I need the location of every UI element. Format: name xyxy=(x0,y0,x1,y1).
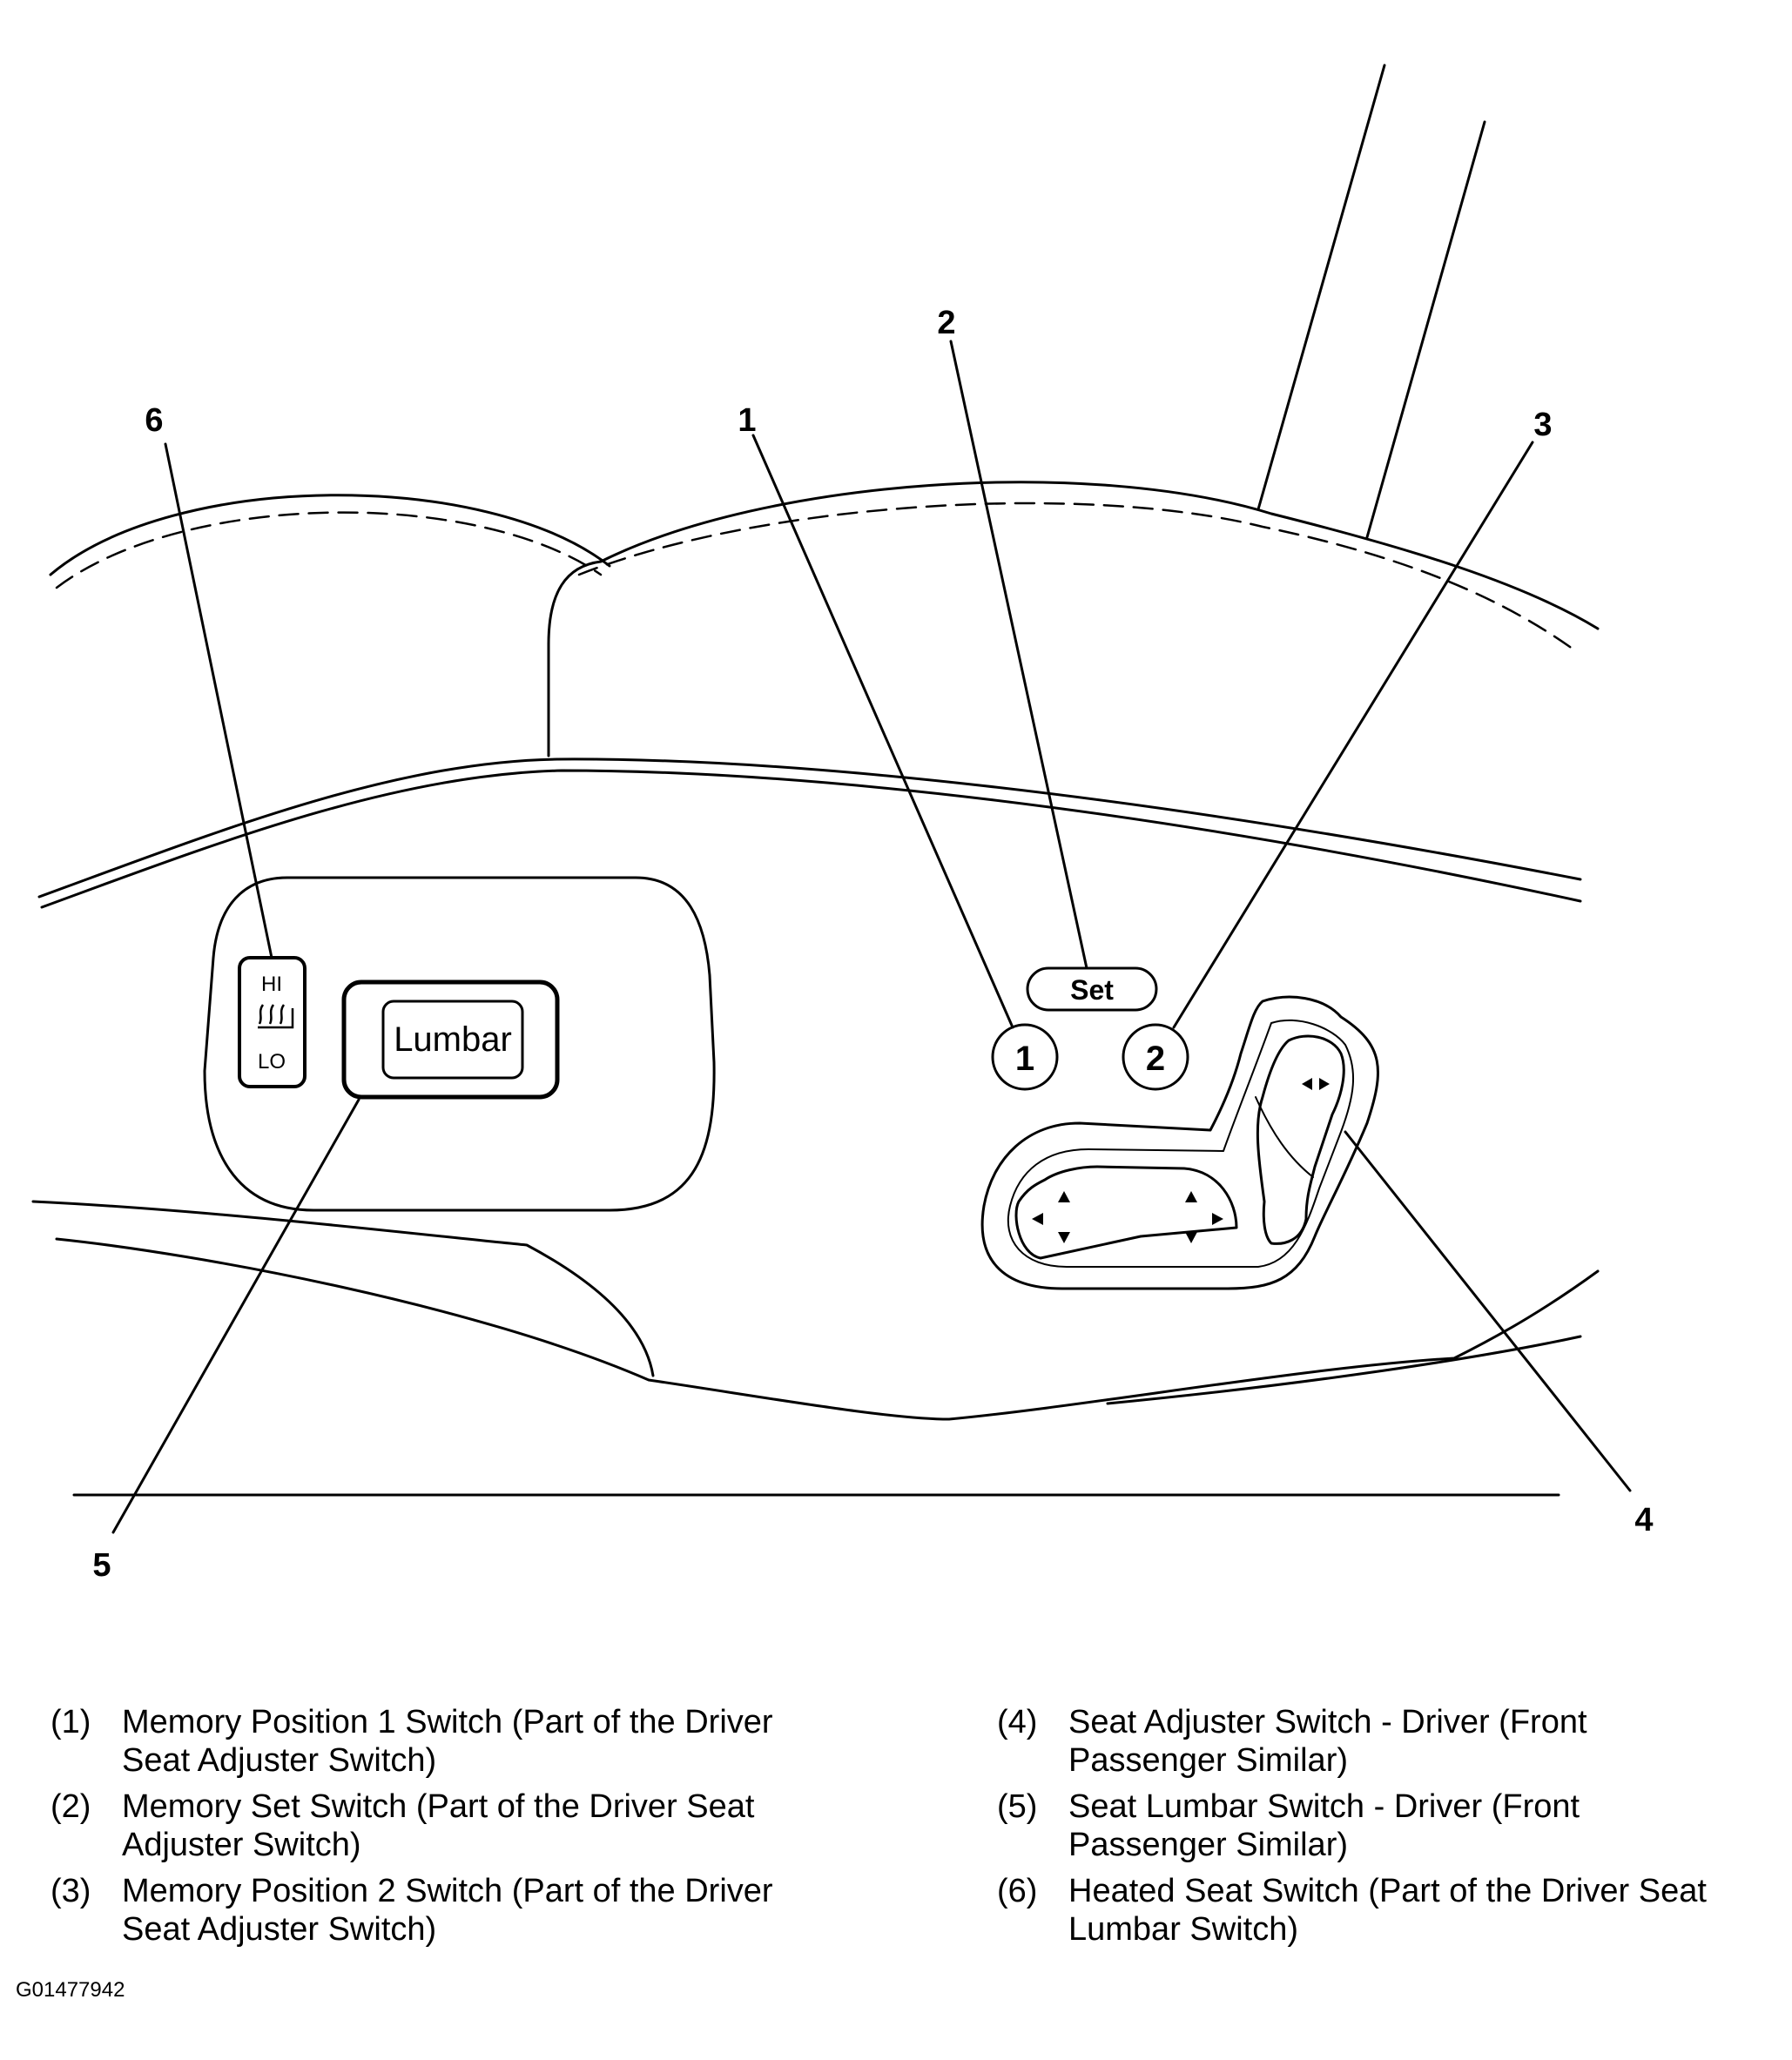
lumbar-switch-button xyxy=(381,1000,524,1080)
lumbar-switch-bezel xyxy=(341,980,560,1100)
seat-cushion-switch-paddle xyxy=(1014,1165,1238,1260)
trim-lower-line xyxy=(31,1200,655,1377)
leader-line-3 xyxy=(1172,441,1534,1029)
leader-line-5 xyxy=(111,1098,360,1534)
seat-switch-diagram: Set 1 2 Lumbar HI LO 1 2 3 4 5 6 xyxy=(31,64,1654,1584)
legend-number: (4) xyxy=(997,1704,1038,1740)
legend-text: Seat Adjuster Switch - Driver (Front Pas… xyxy=(1068,1704,1587,1779)
set-button xyxy=(1026,966,1158,1012)
seat-cushion-right-stitch xyxy=(577,502,1578,653)
door-frame-line xyxy=(1365,120,1486,539)
legend-text: Memory Position 2 Switch (Part of the Dr… xyxy=(122,1873,773,1948)
seat-cushion-right xyxy=(547,481,1600,757)
legend-number: (6) xyxy=(997,1873,1038,1909)
leader-line-1 xyxy=(751,434,1014,1029)
leader-line-6 xyxy=(164,442,273,959)
heat-icon xyxy=(258,1004,294,1029)
heat-lo-label: LO xyxy=(258,1050,286,1074)
rear-up-arrow-icon xyxy=(1185,1191,1197,1202)
legend-text: Seat Lumbar Switch - Driver (Front Passe… xyxy=(1068,1788,1580,1863)
heat-hi-label: HI xyxy=(261,973,282,996)
door-frame-line xyxy=(1256,64,1386,511)
trim-lower-line xyxy=(1106,1335,1582,1405)
seatback-switch-paddle xyxy=(1256,1034,1345,1245)
front-down-arrow-icon xyxy=(1058,1232,1070,1243)
lumbar-label: Lumbar xyxy=(394,1020,512,1059)
seat-adjuster-inner-outline xyxy=(1007,1019,1354,1268)
leader-line-2 xyxy=(949,340,1088,970)
legend-text: Memory Set Switch (Part of the Driver Se… xyxy=(122,1788,755,1863)
callout-1: 1 xyxy=(738,402,756,439)
front-left-arrow-icon xyxy=(1032,1213,1043,1225)
memory-1-label: 1 xyxy=(1015,1040,1034,1078)
rear-down-arrow-icon xyxy=(1185,1232,1197,1243)
memory-2-label: 2 xyxy=(1146,1040,1165,1078)
seat-adjuster-outline xyxy=(980,995,1379,1290)
callout-2: 2 xyxy=(937,305,955,341)
front-up-arrow-icon xyxy=(1058,1191,1070,1202)
seat-cushion-left-stitch xyxy=(55,511,603,589)
memory-2-button xyxy=(1122,1023,1189,1091)
legend-number: (3) xyxy=(51,1873,91,1909)
callout-3: 3 xyxy=(1533,407,1552,443)
callout-6: 6 xyxy=(145,402,163,439)
leader-line-4 xyxy=(1344,1130,1632,1492)
legend-text: Memory Position 1 Switch (Part of the Dr… xyxy=(122,1704,773,1779)
set-button-label: Set xyxy=(1070,974,1114,1006)
memory-1-button xyxy=(991,1023,1059,1091)
legend-number: (5) xyxy=(997,1788,1038,1825)
seatback-left-arrow-icon xyxy=(1302,1078,1312,1090)
rear-right-arrow-icon xyxy=(1212,1213,1223,1225)
seat-cushion-left xyxy=(49,494,611,576)
seatback-switch-shadow xyxy=(1255,1096,1314,1178)
seatback-right-arrow-icon xyxy=(1319,1078,1330,1090)
legend-number: (1) xyxy=(51,1704,91,1740)
figure-id: G01477942 xyxy=(16,1978,125,2002)
legend-text: Heated Seat Switch (Part of the Driver S… xyxy=(1068,1873,1707,1948)
lumbar-panel-outline xyxy=(203,876,716,1212)
callout-4: 4 xyxy=(1634,1502,1653,1538)
legend-number: (2) xyxy=(51,1788,91,1825)
arrow-icons xyxy=(1032,1078,1330,1243)
trim-lower-line xyxy=(55,1237,1600,1421)
trim-upper-line xyxy=(40,769,1582,909)
callout-5: 5 xyxy=(92,1547,111,1584)
